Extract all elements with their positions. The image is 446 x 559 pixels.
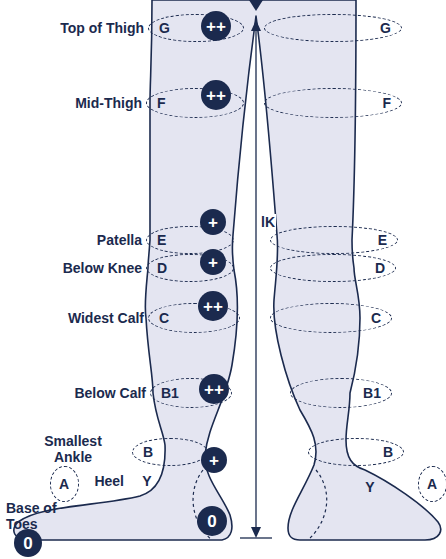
- compression-mark: ++: [206, 18, 226, 35]
- level-letter: B1: [363, 386, 381, 400]
- level-letter: D: [375, 261, 385, 275]
- dimension-arrowhead: [251, 527, 261, 538]
- compression-mark: 0: [207, 513, 216, 530]
- compression-mark: +: [209, 452, 219, 469]
- compression-mark: ++: [204, 381, 224, 398]
- level-name: Below Knee: [63, 260, 142, 276]
- measure-ring: A: [418, 466, 446, 502]
- dimension-label: lK: [260, 214, 276, 230]
- heel-contour: [308, 470, 327, 540]
- dimension-tick: [240, 537, 272, 538]
- level-name: Widest Calf: [68, 310, 144, 326]
- legs-outline: [14, 0, 441, 540]
- measure-ring: B: [308, 438, 404, 466]
- compression-badge: 0: [197, 506, 227, 536]
- level-letter: E: [378, 233, 387, 247]
- level-name: Patella: [97, 232, 142, 248]
- level-letter: A: [59, 477, 69, 491]
- compression-mark: +: [208, 254, 218, 271]
- level-name: Base of Toes: [6, 500, 68, 532]
- level-letter: C: [159, 311, 169, 325]
- compression-badge: ++: [201, 11, 231, 41]
- level-letter: B: [383, 445, 393, 459]
- level-letter: A: [427, 477, 437, 491]
- measure-ring: F: [264, 88, 402, 118]
- measure-ring: E: [270, 226, 398, 254]
- measure-ring: A: [50, 466, 79, 502]
- level-letter: B: [143, 445, 153, 459]
- level-letter: F: [157, 96, 166, 110]
- compression-mark: +: [208, 214, 218, 231]
- crotch-marker: [249, 0, 263, 11]
- level-name: Y: [365, 479, 374, 495]
- measure-ring: D: [270, 254, 396, 282]
- compression-badge: +: [200, 209, 226, 235]
- compression-badge: 0: [14, 529, 42, 557]
- level-name: Below Calf: [74, 385, 146, 401]
- dimension-arrowhead: [251, 20, 261, 31]
- level-name: Heel: [94, 473, 124, 489]
- level-name: Mid-Thigh: [75, 95, 142, 111]
- measure-ring: B1: [290, 378, 392, 408]
- level-letter: C: [371, 311, 381, 325]
- compression-mark: ++: [203, 298, 223, 315]
- compression-badge: ++: [198, 291, 228, 321]
- compression-mark: 0: [23, 535, 32, 552]
- level-name: Smallest Ankle: [33, 433, 113, 465]
- level-name: Top of Thigh: [60, 20, 144, 36]
- level-letter: B1: [161, 386, 179, 400]
- measure-ring: B: [132, 438, 208, 466]
- compression-mark: ++: [206, 87, 226, 104]
- level-letter: E: [157, 233, 166, 247]
- level-letter: G: [159, 21, 170, 35]
- compression-badge: ++: [201, 80, 231, 110]
- compression-badge: +: [200, 249, 226, 275]
- level-name: Y: [142, 473, 151, 489]
- measure-ring: C: [270, 303, 392, 333]
- dimension-line: [255, 24, 256, 534]
- compression-badge: +: [201, 447, 227, 473]
- level-letter: G: [380, 21, 391, 35]
- compression-badge: ++: [199, 374, 229, 404]
- level-letter: F: [382, 96, 391, 110]
- level-letter: D: [157, 261, 167, 275]
- measure-ring: G: [264, 14, 402, 42]
